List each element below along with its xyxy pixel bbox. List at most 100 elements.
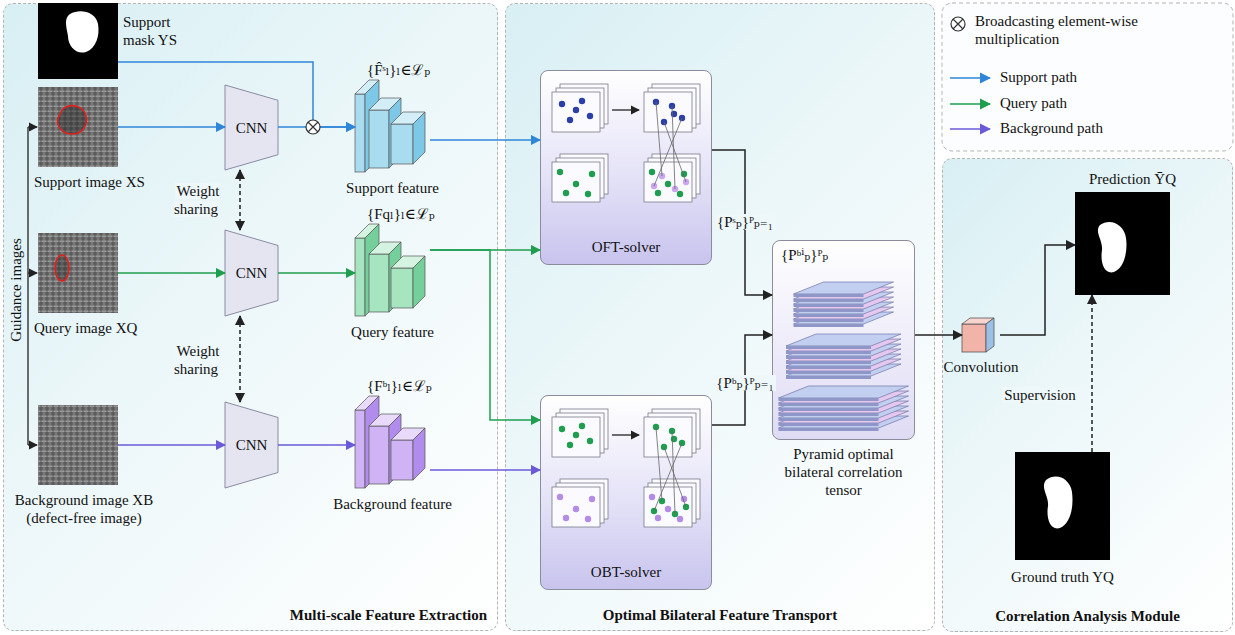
multiply-symbol [951,17,965,31]
legend-text: Broadcasting element-wise multiplication [975,13,1138,47]
multiply-symbol [306,120,320,134]
solver-illustration [786,346,871,349]
edge-label: Supervision [1002,387,1078,403]
fabric-texture [38,87,118,485]
feature-stack: {Fᵇₗ}ₗ∈ℒₚBackground feature [355,396,430,491]
solver-illustration [655,190,661,196]
solver-illustration [654,443,682,511]
multiply-symbol [951,17,965,31]
multiply-symbol [953,19,963,29]
connector [430,250,540,420]
image-caption: Support mask YS [123,14,177,48]
solver-illustration [786,356,871,359]
legend-text: Support path [1000,69,1077,85]
solver-illustration [779,403,879,406]
multiply-symbol [306,120,320,134]
solver-illustration [649,494,655,500]
connector [278,444,355,446]
solver-illustration [567,442,573,448]
guidance-bracket [28,126,37,127]
solver-illustration [573,506,579,512]
feature-caption: Query feature [351,324,434,340]
panel-title: Optimal Bilateral Feature Transport [603,607,838,623]
solver-illustration [587,438,593,444]
solver-illustration [559,101,565,107]
solver-label: OBT-solver [591,564,661,580]
solver-illustration [612,109,639,110]
solver-illustration [656,102,662,176]
legend-text: Query path [1000,95,1067,111]
legend-sample [950,128,990,130]
solver-illustration [786,334,901,346]
feature-stack: {Fqₗ}ₗ∈ℒₚQuery feature [355,224,430,319]
solver-illustration [786,366,871,369]
solver-illustration [644,92,692,132]
connector [1091,295,1093,452]
formula: {Fqₗ}ₗ∈ℒₚ [367,206,435,222]
solver-illustration [612,434,639,435]
solver-illustration [664,447,686,507]
connector [118,126,225,128]
solver-label: OFT-solver [592,239,661,255]
solver-illustration [794,304,864,307]
formula: {Pᵇⁱₚ}ᴾₚ [781,247,828,263]
guidance-bracket [28,272,37,273]
panel-title: Correlation Analysis Module [995,608,1180,624]
edge-label: {Pᵇₚ}ᴾₚ₌₁ [714,375,776,391]
connector [915,334,962,336]
connector [239,170,241,230]
solver-illustration [671,111,677,117]
solver-illustration [786,371,871,374]
connector [430,469,540,471]
solver-illustration [786,361,871,364]
solver-illustration [677,191,683,197]
feature-stack [355,80,430,175]
solver-illustration [649,169,655,175]
conv-block [962,324,986,352]
conv-block [986,318,994,352]
solver-illustration [552,487,600,527]
feature-stack [391,124,413,164]
feature-stack [355,224,430,319]
solver-illustration [552,92,600,132]
cnn-block [225,402,278,488]
edge-label: Weight sharing [174,183,220,217]
solver-illustration [794,314,864,317]
solver-illustration [779,423,879,426]
block-label: CNN [236,119,268,137]
guidance-bracket [27,127,28,445]
edge-label: {Pˢₚ}ᴾₚ₌₁ [715,214,775,230]
solver-illustration [589,171,595,177]
feature-stack [413,428,425,480]
block-label: Convolution [943,359,1018,375]
defect-outline [55,106,86,281]
solver-illustration [794,282,894,294]
solver-illustration [794,299,864,302]
feature-stack [413,112,425,164]
image-caption: Background image XB (defect-free image) [15,492,153,526]
block-label: CNN [236,264,268,282]
solver-illustration [589,496,595,502]
connector [118,444,225,446]
solver-illustration [587,113,593,119]
multiply-symbol [308,122,318,132]
solver-illustration [552,84,909,527]
fabric-texture [38,233,118,313]
image-caption: Prediction ȲQ [1089,171,1176,187]
solver-illustration [665,506,671,512]
solver-illustration [557,169,563,175]
mask-blob [66,11,99,52]
solver-illustration [794,294,864,297]
connector [118,62,355,127]
feature-stack [391,268,413,308]
solver-illustration [664,122,686,182]
conv-block: Convolution [962,318,1000,352]
solver-illustration [644,162,692,202]
cnn-block: CNN [225,85,278,170]
image-caption: Support image XS [34,174,145,190]
solver-illustration [579,98,585,104]
connector [118,272,225,274]
solver-illustration [563,190,569,196]
connector [430,139,540,141]
guidance-bracket [28,127,37,445]
